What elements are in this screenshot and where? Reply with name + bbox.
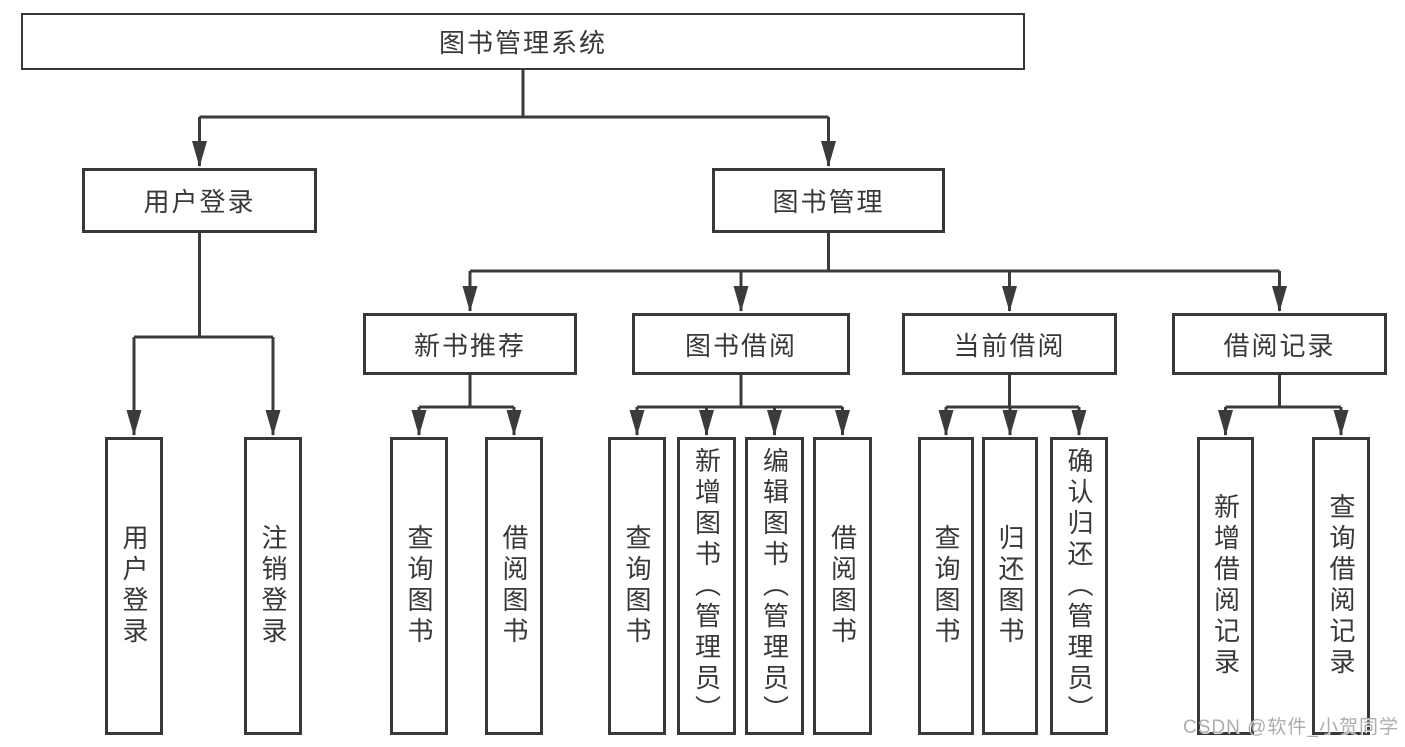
csdn-watermark: CSDN @软件_小贺同学 [1183, 717, 1399, 738]
connectors-current-borrow [938, 375, 1087, 436]
node-label: 编辑图书（管理员） [759, 446, 790, 726]
leaf-query-books-borrow: 查询图书 [608, 437, 666, 735]
leaf-confirm-return-admin: 确认归还（管理员） [1050, 437, 1108, 735]
node-book-borrowing: 图书借阅 [632, 313, 850, 375]
node-label: 借阅图书 [499, 524, 529, 648]
leaf-add-books-admin: 新增图书（管理员） [677, 437, 736, 735]
node-new-book-recommendation: 新书推荐 [363, 313, 577, 375]
node-current-borrowing: 当前借阅 [902, 313, 1117, 375]
connectors-root [192, 69, 836, 167]
node-label: 查询图书 [622, 524, 652, 648]
leaf-borrow-books: 借阅图书 [813, 437, 872, 735]
connectors-book-borrow [629, 375, 850, 436]
node-label: 图书借阅 [684, 330, 797, 361]
connectors-borrow-records [1218, 375, 1349, 436]
node-label: 注销登录 [258, 524, 288, 648]
leaf-query-borrow-record: 查询借阅记录 [1312, 437, 1370, 735]
node-label: 归还图书 [995, 524, 1025, 648]
leaf-add-borrow-record: 新增借阅记录 [1197, 437, 1254, 735]
node-label: 新增图书（管理员） [691, 446, 722, 726]
node-label: 借阅图书 [827, 524, 858, 648]
connectors-user-login [126, 233, 281, 436]
node-label: 确认归还（管理员） [1064, 446, 1094, 726]
connectors-new-book [411, 375, 522, 436]
node-label: 查询图书 [404, 524, 434, 648]
leaf-borrow-books-recommend: 借阅图书 [485, 437, 543, 735]
node-label: 用户登录 [143, 187, 256, 217]
node-user-login: 用户登录 [82, 168, 317, 233]
node-book-management: 图书管理 [712, 168, 945, 233]
node-label: 新增借阅记录 [1210, 493, 1241, 679]
leaf-query-books-current: 查询图书 [918, 437, 974, 735]
node-label: 借阅记录 [1223, 330, 1336, 361]
leaf-query-books-recommend: 查询图书 [390, 437, 448, 735]
node-label: 图书管理 [772, 187, 885, 217]
node-label: 图书管理系统 [438, 28, 607, 58]
connectors-book-management [462, 233, 1287, 312]
leaf-logout: 注销登录 [244, 437, 302, 735]
node-borrowing-records: 借阅记录 [1172, 313, 1387, 375]
node-label: 用户登录 [119, 524, 149, 648]
node-library-management-system: 图书管理系统 [21, 13, 1025, 70]
leaf-return-books: 归还图书 [982, 437, 1038, 735]
leaf-edit-books-admin: 编辑图书（管理员） [745, 437, 804, 735]
node-label: 当前借阅 [953, 330, 1066, 361]
leaf-user-login: 用户登录 [105, 437, 163, 735]
node-label: 查询图书 [931, 524, 961, 648]
node-label: 新书推荐 [413, 330, 526, 361]
node-label: 查询借阅记录 [1326, 493, 1356, 679]
